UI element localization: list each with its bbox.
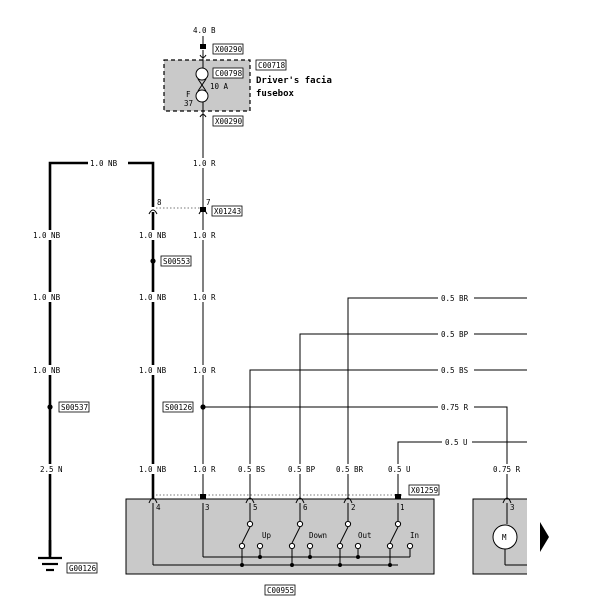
red-label-4: 1.0 R bbox=[193, 465, 216, 474]
continuation-arrow-icon bbox=[540, 522, 549, 552]
red-labels: 1.0 R 1.0 R 1.0 R 1.0 R bbox=[190, 230, 218, 474]
pin-7-label: 7 bbox=[206, 198, 211, 207]
ground-code-box bbox=[66, 562, 98, 574]
switch-connector-box bbox=[408, 484, 440, 496]
switch-pin-5: 5 bbox=[253, 503, 258, 512]
fusebox-top-terminal bbox=[199, 54, 207, 58]
page-edge-mask bbox=[527, 494, 537, 580]
switch-label-out: Out bbox=[358, 531, 372, 540]
switch-unit-code-box bbox=[264, 584, 296, 596]
left-label-3: 1.0 NB bbox=[33, 366, 61, 375]
wire-r-motor bbox=[203, 406, 508, 498]
label-h-bp: 0.5 BP bbox=[441, 330, 469, 339]
supply-label: 4.0 B bbox=[193, 26, 216, 35]
switch-label-down: Down bbox=[309, 531, 327, 540]
left-labels: 1.0 NB 1.0 NB 1.0 NB 2.5 N bbox=[30, 230, 70, 474]
switch-label-up: Up bbox=[262, 531, 272, 540]
fusebox-code-box bbox=[255, 59, 287, 71]
fusebox-code: C00718 bbox=[258, 61, 286, 70]
label-v-br: 0.5 BR bbox=[336, 465, 364, 474]
thick-label-1: 1.0 NB bbox=[139, 231, 167, 240]
switch-internal-wiring bbox=[152, 503, 414, 567]
motor-pin-terminal bbox=[502, 497, 512, 504]
switch-unit-body bbox=[125, 498, 435, 575]
splice-s00537: S00537 bbox=[61, 403, 88, 412]
switch-connector: X01259 bbox=[411, 486, 438, 495]
switch-pin-6-terminal bbox=[295, 497, 305, 504]
fuse-upper-loop bbox=[195, 67, 209, 81]
splice-s00126: S00126 bbox=[165, 403, 193, 412]
fusebox-top-connector-box bbox=[212, 43, 244, 55]
label-v-bp: 0.5 BP bbox=[288, 465, 316, 474]
switch-pin-3: 3 bbox=[205, 503, 210, 512]
red-label-3: 1.0 R bbox=[193, 366, 216, 375]
thick-label-4: 1.0 NB bbox=[139, 465, 167, 474]
switch-pin-5-terminal bbox=[245, 497, 255, 504]
switch-pin-4: 4 bbox=[156, 503, 161, 512]
fusebox-bottom-connector: X00290 bbox=[215, 117, 243, 126]
label-top-nb: 1.0 NB bbox=[90, 159, 118, 168]
switch-pin-2-terminal bbox=[343, 497, 353, 504]
thick-label-2: 1.0 NB bbox=[139, 293, 167, 302]
switch-up bbox=[238, 520, 264, 567]
fusebox-top-pin bbox=[200, 44, 206, 49]
motor-symbol: M bbox=[502, 533, 507, 542]
fusebox-title-line2: fusebox bbox=[256, 89, 295, 99]
switch-out bbox=[336, 520, 362, 567]
switch-unit-code: C00955 bbox=[267, 586, 294, 595]
fuse-code: C00798 bbox=[215, 69, 243, 78]
ground-code: G00126 bbox=[69, 564, 97, 573]
splice-s00537-dot bbox=[47, 404, 53, 410]
wire-nb-loop bbox=[48, 161, 155, 555]
wire-bs bbox=[249, 369, 527, 498]
label-h-u: 0.5 U bbox=[445, 438, 468, 447]
connector-mid: X01243 bbox=[214, 207, 241, 216]
switch-pin-2: 2 bbox=[351, 503, 356, 512]
left-label-4: 2.5 N bbox=[40, 465, 63, 474]
label-h-bs: 0.5 BS bbox=[441, 366, 469, 375]
thick-labels: 1.0 NB 1.0 NB 1.0 NB 1.0 NB bbox=[136, 230, 174, 474]
fuse-number: 37 bbox=[184, 99, 193, 108]
left-label-1: 1.0 NB bbox=[33, 231, 61, 240]
splice-s00126-box bbox=[162, 401, 194, 413]
label-h-r: 0.75 R bbox=[441, 403, 469, 412]
fuse-code-box bbox=[212, 67, 244, 79]
splice-s00537-box bbox=[58, 401, 90, 413]
fuse-lower-loop bbox=[195, 89, 209, 103]
thick-label-3: 1.0 NB bbox=[139, 366, 167, 375]
splice-s00553-box bbox=[160, 255, 192, 267]
switch-pin-3-terminal bbox=[200, 494, 206, 499]
red-label-1: 1.0 R bbox=[193, 231, 216, 240]
label-v-bs: 0.5 BS bbox=[238, 465, 266, 474]
label-r-1: 1.0 R bbox=[193, 159, 216, 168]
switch-pin-6: 6 bbox=[303, 503, 308, 512]
splice-s00553-dot bbox=[150, 258, 156, 264]
switch-pin-4-terminal bbox=[148, 497, 158, 504]
switch-label-in: In bbox=[410, 531, 419, 540]
fuse-link bbox=[197, 78, 207, 92]
label-h-br: 0.5 BR bbox=[441, 294, 469, 303]
connector-mid-box bbox=[211, 205, 243, 217]
motor-pin: 3 bbox=[510, 503, 515, 512]
fuse-rating: 10 A bbox=[210, 82, 229, 91]
connector-pin-8 bbox=[148, 209, 158, 215]
splice-s00553: S00553 bbox=[163, 257, 190, 266]
red-label-2: 1.0 R bbox=[193, 293, 216, 302]
label-v-r: 0.75 R bbox=[493, 465, 521, 474]
pin-8-label: 8 bbox=[157, 198, 162, 207]
switch-down bbox=[288, 520, 314, 567]
switch-pin-1: 1 bbox=[400, 503, 405, 512]
fusebox-top-connector: X00290 bbox=[215, 45, 243, 54]
switch-unit-pins bbox=[148, 494, 401, 504]
left-label-2: 1.0 NB bbox=[33, 293, 61, 302]
fusebox-title-line1: Driver's facia bbox=[256, 75, 332, 86]
switch-in bbox=[386, 520, 414, 567]
switch-pin-1-terminal bbox=[395, 494, 401, 499]
fusebox-bottom-connector-box bbox=[212, 115, 244, 127]
fuse-letter: F bbox=[186, 90, 191, 99]
fusebox-bottom-terminal bbox=[199, 114, 207, 118]
wire-u bbox=[397, 441, 527, 498]
label-v-u: 0.5 U bbox=[388, 465, 411, 474]
